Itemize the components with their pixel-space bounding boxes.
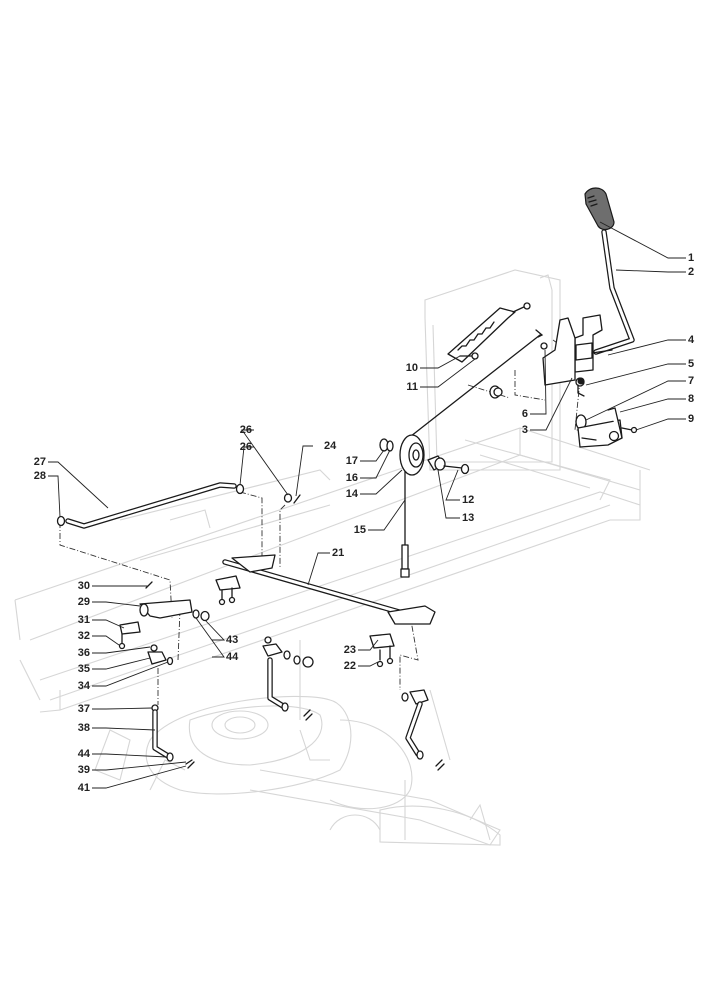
height-lever [542, 187, 635, 387]
callout-23: 23 [343, 644, 356, 656]
callout-4: 4 [688, 334, 695, 346]
callout-27: 27 [33, 456, 46, 468]
callout-36: 36 [77, 647, 90, 659]
callout-7: 7 [688, 375, 695, 387]
callout-12: 12 [462, 494, 475, 506]
callout-13: 13 [462, 512, 475, 524]
ghost-chassis [14, 269, 651, 846]
callout-32: 32 [77, 630, 90, 642]
callout-15: 15 [353, 524, 366, 536]
callout-11: 11 [406, 381, 418, 393]
callout-31: 31 [77, 614, 90, 626]
callout-43: 43 [226, 634, 239, 646]
callout-29: 29 [77, 596, 90, 608]
spring [577, 377, 585, 397]
callout-44-upper: 44 [226, 651, 239, 663]
callout-38: 38 [77, 722, 90, 734]
callout-44-lower: 44 [77, 748, 90, 760]
linkage-rod [56, 482, 301, 529]
lever-grip [584, 187, 615, 231]
callout-37: 37 [77, 703, 90, 715]
callout-10: 10 [405, 362, 418, 374]
callout-14: 14 [345, 488, 358, 500]
callout-26-upper: 26 [239, 424, 252, 436]
callout-28: 28 [33, 470, 46, 482]
callout-41: 41 [77, 782, 90, 794]
cross-shaft [215, 554, 436, 625]
callout-35: 35 [77, 663, 90, 675]
callout-26-lower: 26 [239, 441, 252, 453]
callout-24: 24 [324, 440, 337, 452]
lever-bracket [575, 407, 638, 448]
pulley-assembly [379, 434, 470, 476]
callout-9: 9 [688, 413, 695, 425]
right-drop-rod [401, 689, 445, 771]
callout-17: 17 [345, 455, 358, 467]
callout-1: 1 [688, 252, 695, 264]
callout-6: 6 [521, 408, 528, 420]
clamp-brackets [369, 633, 395, 668]
callout-3: 3 [521, 424, 528, 436]
callout-5: 5 [688, 358, 695, 370]
callout-8: 8 [688, 393, 695, 405]
ratchet-plate [447, 302, 531, 363]
callout-30: 30 [77, 580, 90, 592]
callout-22: 22 [343, 660, 356, 672]
middle-drop-rod [262, 636, 314, 721]
left-drop-rod [147, 644, 195, 769]
callout-16: 16 [345, 472, 358, 484]
callout-2: 2 [688, 266, 695, 278]
cable [400, 329, 544, 578]
left-arm [118, 581, 210, 650]
callout-21: 21 [332, 547, 345, 559]
nut-and-bushing [489, 342, 548, 399]
callout-34: 34 [77, 680, 90, 692]
callout-39: 39 [77, 764, 90, 776]
leader-lines [48, 221, 686, 789]
